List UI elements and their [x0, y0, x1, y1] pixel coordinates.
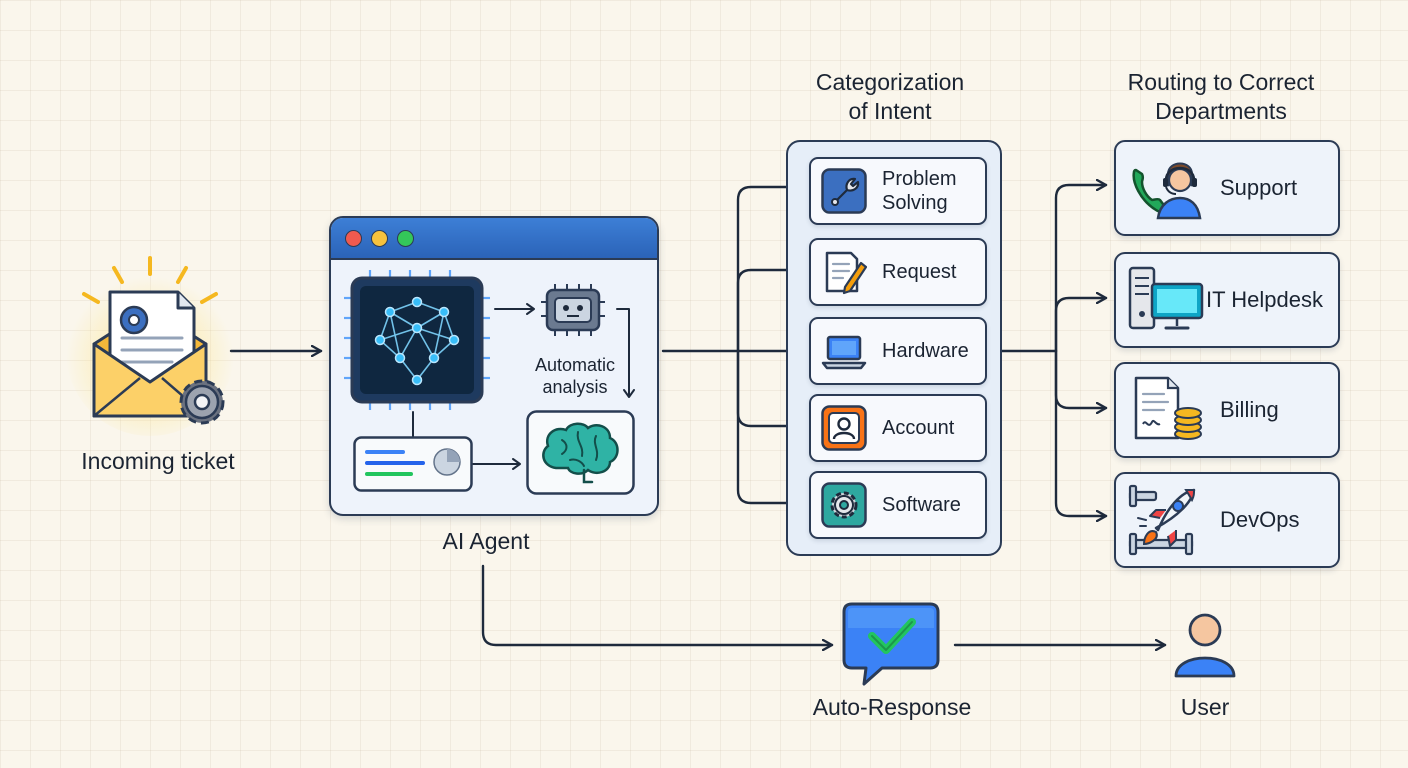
incoming-ticket-label: Incoming ticket [81, 448, 235, 474]
user-icon [1174, 613, 1236, 678]
category-label: Hardware [882, 340, 969, 362]
data-summary-card-icon [353, 436, 473, 492]
department-support: Support [1114, 140, 1340, 236]
arrow-agent-to-auto-response [481, 564, 834, 645]
category-request: Request [809, 238, 987, 306]
auto-response-label: Auto-Response [812, 694, 972, 720]
category-label: Account [882, 417, 955, 439]
invoice-coins-icon [1134, 376, 1202, 440]
ai-agent-label: AI Agent [442, 528, 530, 554]
document-pencil-icon [825, 251, 867, 295]
agent-internal-arrows [412, 303, 635, 470]
arrow-to-software [736, 349, 803, 503]
headset-agent-icon [1132, 162, 1202, 220]
window-minimize-dot [371, 230, 388, 247]
department-label: DevOps [1220, 507, 1300, 532]
arrow-to-it-helpdesk [1054, 298, 1108, 353]
incoming-ticket-icon [66, 256, 234, 436]
department-it-helpdesk: IT Helpdesk [1114, 252, 1340, 348]
window-maximize-dot [397, 230, 414, 247]
categorization-heading: Categorization of Intent [815, 69, 965, 124]
category-label: Problem Solving [882, 168, 957, 214]
neural-network-chip-icon [344, 270, 490, 410]
arrow-to-devops [1054, 349, 1108, 516]
wrench-icon [821, 168, 867, 214]
category-label: Software [882, 494, 961, 516]
window-title-bar [331, 218, 657, 260]
department-label: Support [1220, 175, 1298, 200]
automatic-analysis-label: Automatic analysis [534, 355, 616, 397]
department-devops: DevOps [1114, 472, 1340, 568]
department-label: Billing [1220, 397, 1279, 422]
user-account-icon [821, 405, 867, 451]
robot-chip-icon [541, 284, 605, 336]
arrow-to-billing [1054, 349, 1108, 408]
category-problem-solving: Problem Solving [809, 157, 987, 225]
category-hardware: Hardware [809, 317, 987, 385]
desktop-computer-icon [1128, 266, 1204, 330]
rocket-pipeline-icon [1128, 484, 1196, 556]
department-billing: Billing [1114, 362, 1340, 458]
department-label: IT Helpdesk [1206, 287, 1323, 312]
user-label: User [1180, 694, 1230, 720]
routing-heading: Routing to Correct Departments [1127, 69, 1315, 124]
brain-icon [526, 410, 635, 495]
arrow-to-problem-solving [736, 187, 803, 353]
category-account: Account [809, 394, 987, 462]
laptop-icon [821, 335, 867, 370]
gear-icon [821, 482, 867, 528]
checkmark-chat-icon [842, 602, 940, 686]
category-label: Request [882, 261, 957, 283]
arrow-to-request [736, 270, 803, 353]
arrow-to-support [1054, 185, 1108, 353]
window-close-dot [345, 230, 362, 247]
category-software: Software [809, 471, 987, 539]
